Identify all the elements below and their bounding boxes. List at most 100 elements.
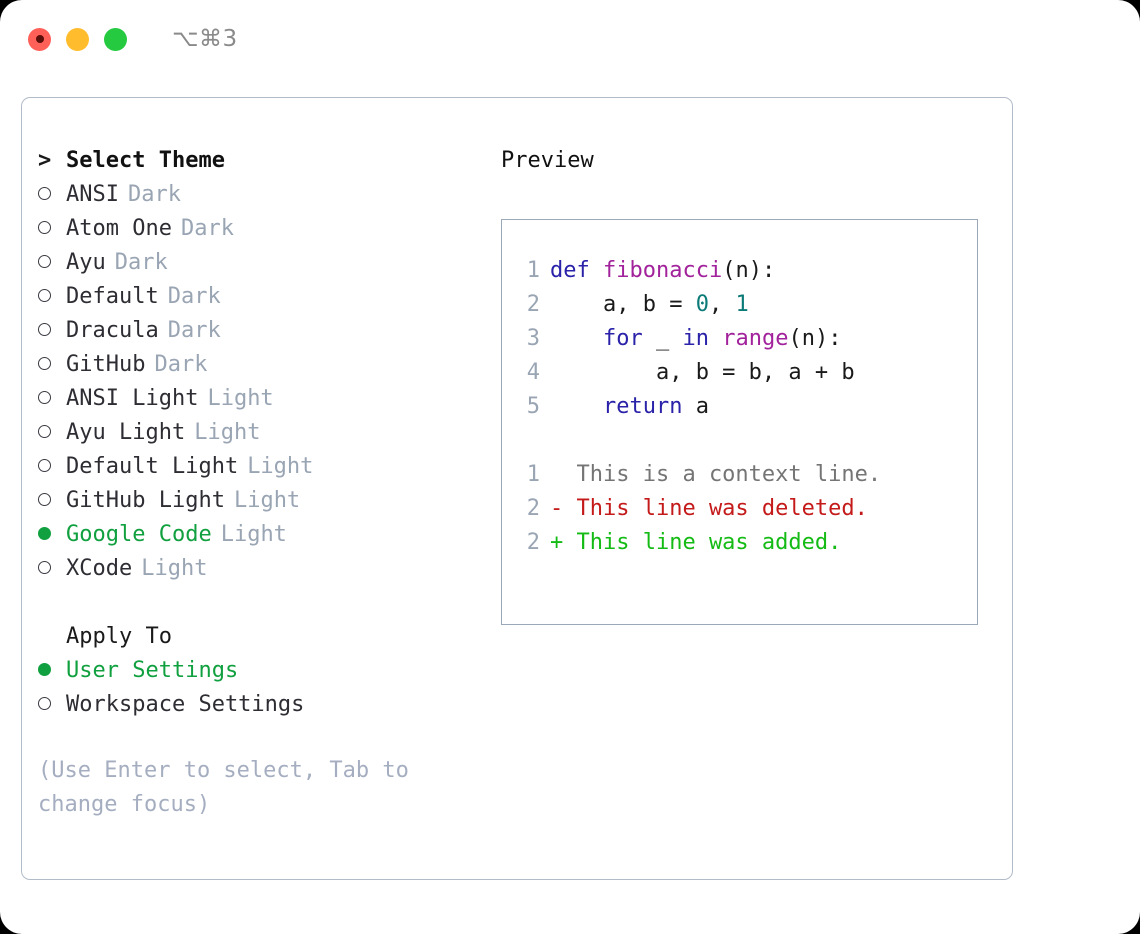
theme-item-variant: Dark bbox=[127, 182, 181, 207]
apply-to-option-0[interactable]: User Settings bbox=[38, 658, 478, 692]
token-plain: (n): bbox=[788, 326, 842, 351]
theme-item-variant: Dark bbox=[167, 284, 221, 309]
theme-item-variant: Light bbox=[233, 488, 301, 513]
token-fn: fibonacci bbox=[602, 258, 723, 283]
radio-marker bbox=[38, 522, 66, 547]
token-plain bbox=[709, 326, 722, 351]
theme-item-variant: Dark bbox=[154, 352, 208, 377]
diff-line-text: This is a context line. bbox=[550, 462, 881, 487]
token-kw: in bbox=[682, 326, 709, 351]
theme-item-variant: Light bbox=[141, 556, 208, 581]
code-line-0: 1 def fibonacci(n): bbox=[514, 258, 977, 292]
token-kw: def bbox=[550, 258, 603, 283]
radio-unselected-icon bbox=[38, 425, 51, 438]
maximize-button[interactable] bbox=[104, 27, 127, 51]
preview-title: Preview bbox=[501, 148, 594, 173]
code-line-text: a, b = b, a + b bbox=[550, 360, 855, 385]
radio-marker bbox=[38, 216, 66, 241]
line-number: 2 bbox=[526, 530, 540, 555]
token-plain: a, b = bbox=[550, 292, 696, 317]
theme-item-label: Ayu Light bbox=[66, 420, 186, 445]
theme-picker-header: > Select Theme bbox=[38, 148, 478, 182]
theme-item-10[interactable]: Google Code Light bbox=[38, 522, 478, 556]
token-ctx: This is a context line. bbox=[550, 462, 882, 487]
theme-item-variant: Light bbox=[207, 386, 274, 411]
apply-to-option-label: User Settings bbox=[66, 658, 239, 683]
theme-item-variant: Dark bbox=[180, 216, 234, 241]
radio-marker bbox=[38, 284, 66, 309]
recording-indicator-icon bbox=[35, 35, 44, 43]
code-line-1: 2 a, b = 0, 1 bbox=[514, 292, 977, 326]
code-line-2: 3 for _ in range(n): bbox=[514, 326, 977, 360]
apply-to-option-1[interactable]: Workspace Settings bbox=[38, 692, 478, 726]
line-number: 1 bbox=[526, 258, 540, 283]
radio-unselected-icon bbox=[38, 391, 51, 404]
token-num: 0 bbox=[695, 292, 709, 317]
token-add: + This line was added. bbox=[550, 530, 842, 555]
radio-marker bbox=[38, 352, 66, 377]
token-plain: a, b = b, a + b bbox=[550, 360, 855, 385]
radio-marker bbox=[38, 488, 66, 513]
line-number: 5 bbox=[526, 394, 540, 419]
theme-item-label: GitHub bbox=[66, 352, 146, 377]
section-spacer bbox=[38, 590, 478, 624]
radio-marker bbox=[38, 182, 66, 207]
theme-item-11[interactable]: XCode Light bbox=[38, 556, 478, 590]
diff-sample: 1 This is a context line.2- This line wa… bbox=[514, 462, 977, 564]
apply-to-option-label: Workspace Settings bbox=[66, 692, 305, 717]
theme-item-label: Atom One bbox=[66, 216, 172, 241]
radio-unselected-icon bbox=[38, 221, 51, 234]
token-plain: _ bbox=[642, 326, 683, 351]
theme-item-label: XCode bbox=[66, 556, 133, 581]
radio-unselected-icon bbox=[38, 561, 51, 574]
radio-unselected-icon bbox=[38, 697, 51, 710]
theme-item-5[interactable]: GitHub Dark bbox=[38, 352, 478, 386]
token-plain bbox=[550, 394, 603, 419]
token-del: - This line was deleted. bbox=[550, 496, 868, 521]
line-number: 3 bbox=[526, 326, 540, 351]
theme-item-variant: Light bbox=[220, 522, 287, 547]
minimize-button[interactable] bbox=[66, 27, 89, 51]
diff-line-2: 2 + This line was added. bbox=[514, 530, 977, 564]
token-num: 1 bbox=[735, 292, 749, 317]
radio-unselected-icon bbox=[38, 459, 51, 472]
line-number: 2 bbox=[526, 496, 540, 521]
theme-item-variant: Light bbox=[247, 454, 314, 479]
code-line-3: 4 a, b = b, a + b bbox=[514, 360, 977, 394]
radio-marker bbox=[38, 420, 66, 445]
code-line-text: a, b = 0, 1 bbox=[550, 292, 749, 317]
theme-item-label: Google Code bbox=[66, 522, 212, 547]
code-gap bbox=[514, 428, 977, 462]
token-kw: return bbox=[602, 394, 683, 419]
code-line-text: return a bbox=[550, 394, 709, 419]
radio-selected-icon bbox=[38, 663, 51, 676]
keyboard-shortcut-label: ⌥⌘3 bbox=[172, 26, 238, 52]
theme-picker-title: Select Theme bbox=[66, 148, 225, 173]
code-line-4: 5 return a bbox=[514, 394, 977, 428]
radio-unselected-icon bbox=[38, 323, 51, 336]
theme-item-label: GitHub Light bbox=[66, 488, 225, 513]
apply-to-title: Apply To bbox=[66, 624, 172, 649]
theme-item-9[interactable]: GitHub Light Light bbox=[38, 488, 478, 522]
theme-item-variant: Dark bbox=[167, 318, 221, 343]
radio-marker bbox=[38, 454, 66, 479]
token-plain: (n): bbox=[722, 258, 776, 283]
radio-unselected-icon bbox=[38, 187, 51, 200]
diff-line-1: 2 - This line was deleted. bbox=[514, 496, 977, 530]
radio-marker bbox=[38, 318, 66, 343]
close-button[interactable] bbox=[28, 27, 51, 51]
radio-marker bbox=[38, 386, 66, 411]
radio-unselected-icon bbox=[38, 255, 51, 268]
theme-item-1[interactable]: Atom One Dark bbox=[38, 216, 478, 250]
